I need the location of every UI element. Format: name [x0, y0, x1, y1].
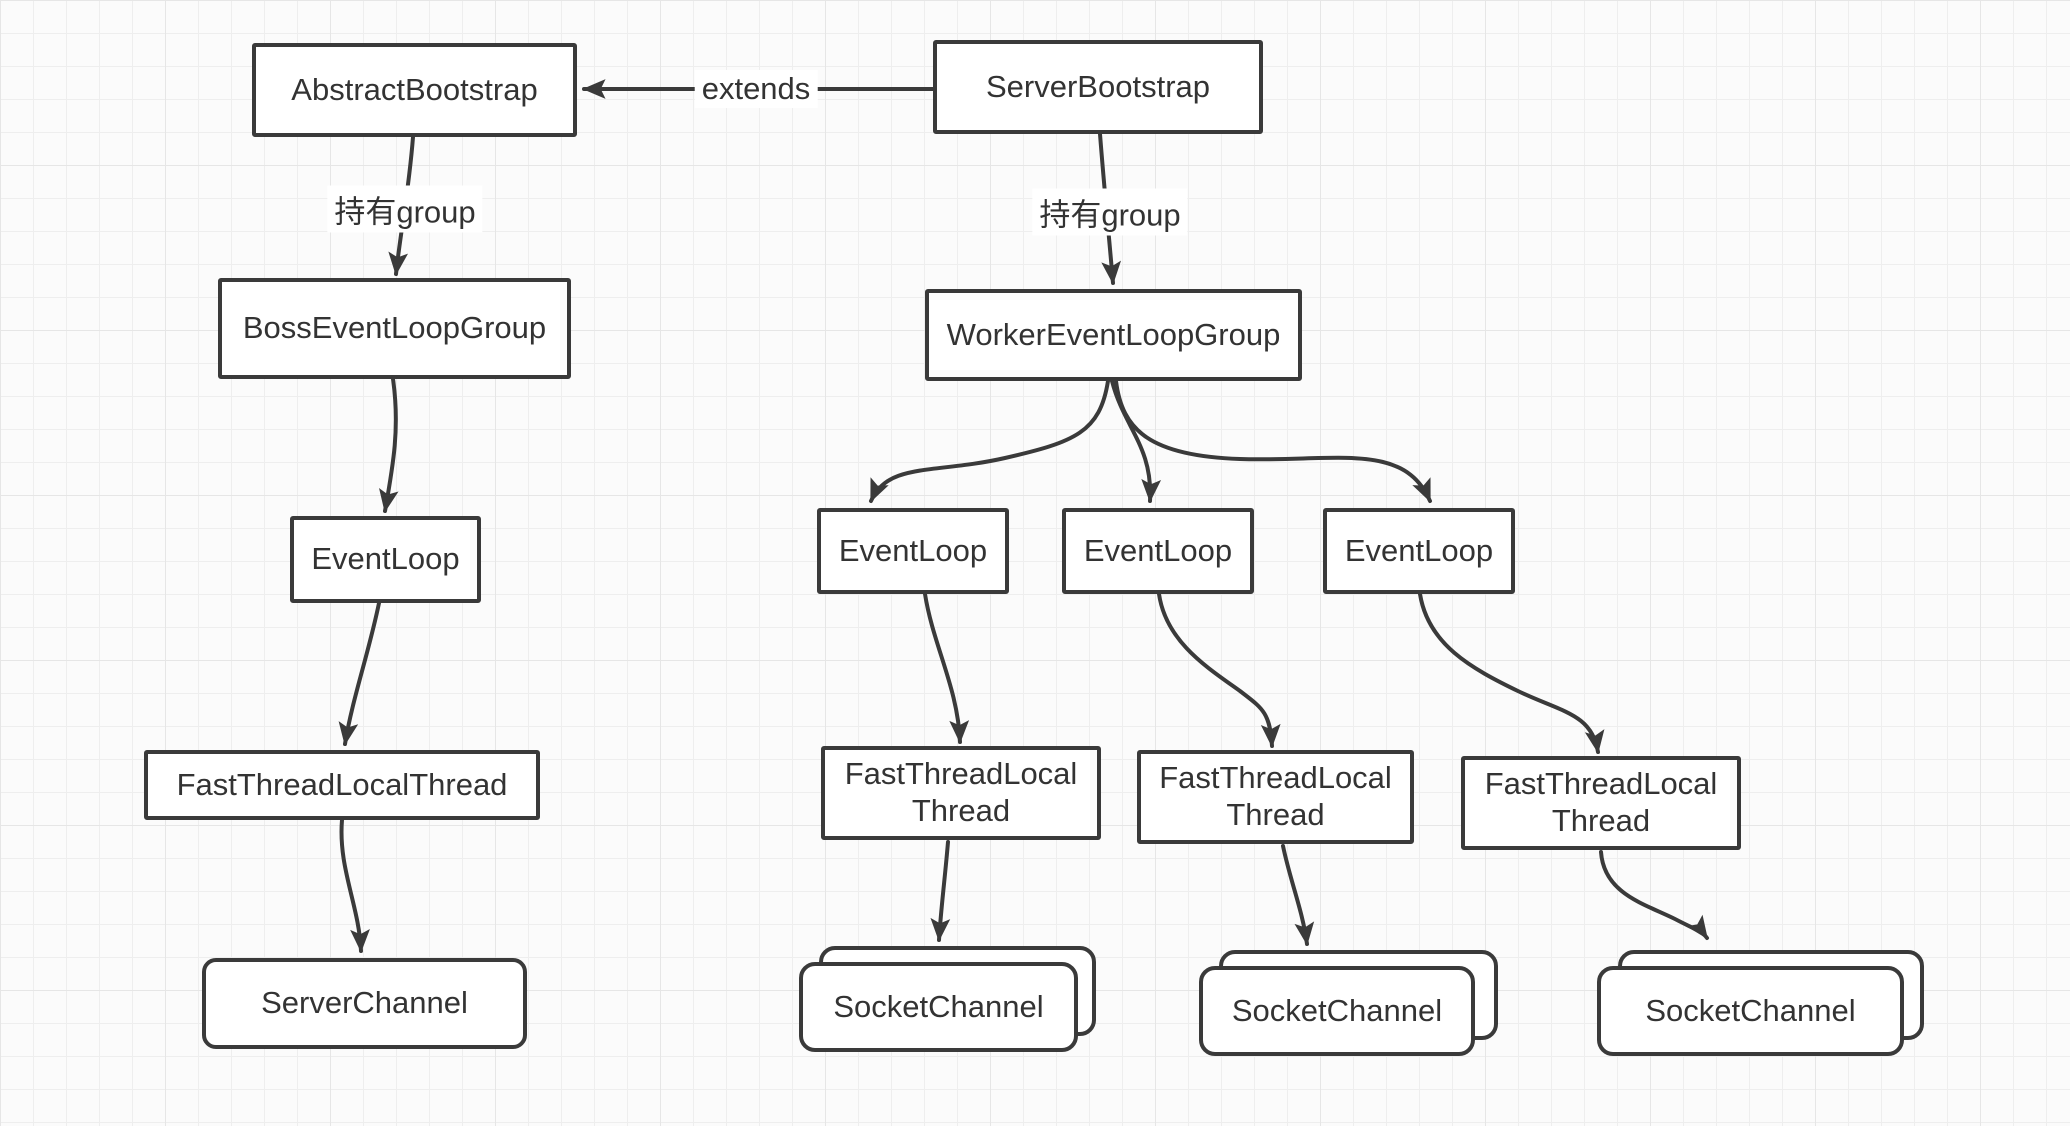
edge-workergroup-to-eventloop2 — [1110, 379, 1162, 503]
edge-eventloop-to-thread-boss — [338, 601, 381, 746]
edge-eventloop3-to-thread3 — [1418, 592, 1605, 754]
edge-workergroup-to-eventloop3 — [1114, 379, 1432, 503]
edge-thread3-to-socketchannel3 — [1599, 850, 1709, 940]
node-socket-channel-3: SocketChannel — [1597, 966, 1904, 1056]
node-boss-event-loop-group: BossEventLoopGroup — [218, 278, 571, 379]
edge-thread-to-serverchannel — [339, 818, 370, 953]
node-server-bootstrap: ServerBootstrap — [933, 40, 1263, 134]
node-worker-event-loop-3: EventLoop — [1323, 508, 1515, 594]
node-abstract-bootstrap: AbstractBootstrap — [252, 43, 577, 137]
node-socket-channel-2: SocketChannel — [1199, 966, 1475, 1056]
edge-thread2-to-socketchannel2 — [1281, 844, 1315, 946]
node-worker-fast-thread-local-thread-1: FastThreadLocal Thread — [821, 746, 1101, 840]
node-worker-fast-thread-local-thread-2: FastThreadLocal Thread — [1137, 750, 1414, 844]
node-worker-fast-thread-local-thread-3: FastThreadLocal Thread — [1461, 756, 1741, 850]
edge-label-holds-group-left: 持有group — [327, 185, 483, 233]
node-boss-fast-thread-local-thread: FastThreadLocalThread — [144, 750, 540, 820]
node-worker-event-loop-1: EventLoop — [817, 508, 1009, 594]
node-worker-event-loop-2: EventLoop — [1062, 508, 1254, 594]
node-worker-event-loop-group: WorkerEventLoopGroup — [925, 289, 1302, 381]
edge-workergroup-to-eventloop1 — [869, 379, 1110, 503]
node-boss-event-loop: EventLoop — [290, 516, 481, 603]
edge-label-extends: extends — [694, 70, 818, 108]
edge-eventloop1-to-thread1 — [923, 592, 970, 744]
edge-eventloop2-to-thread2 — [1157, 592, 1281, 748]
node-server-channel: ServerChannel — [202, 958, 527, 1049]
edge-bossgroup-to-eventloop — [379, 377, 399, 513]
edge-thread1-to-socketchannel1 — [930, 840, 951, 942]
edge-label-holds-group-right: 持有group — [1032, 188, 1188, 236]
node-socket-channel-1: SocketChannel — [799, 962, 1078, 1052]
